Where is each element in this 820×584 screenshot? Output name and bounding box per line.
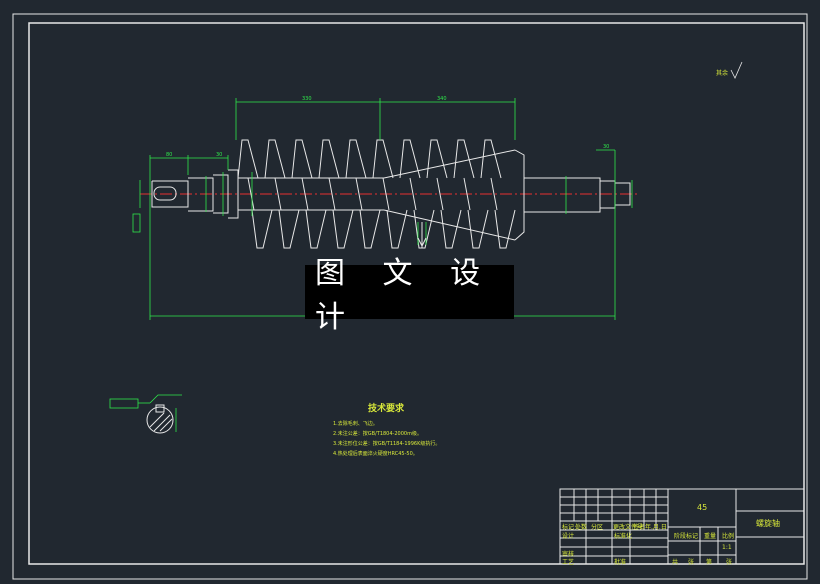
- flight-tooth-top: [372, 139, 394, 179]
- flight-tooth-top: [480, 139, 502, 179]
- flight-tooth-top: [291, 139, 313, 179]
- flight-helix-line: [382, 177, 390, 211]
- flight-tooth-bottom: [278, 209, 300, 249]
- flight-tooth-bottom: [332, 209, 354, 249]
- outer-frame: [12, 13, 808, 580]
- tb-label-sheets-2: 张: [726, 559, 733, 566]
- flight-helix-line: [328, 177, 336, 211]
- tb-label-sheets-1: 张: [688, 559, 695, 566]
- flight-tooth-top: [345, 139, 367, 179]
- flight-tooth-bottom: [359, 209, 381, 249]
- flight-helix-line: [355, 177, 363, 211]
- dim-30-right: 30: [603, 144, 610, 150]
- flight-tooth-bottom: [440, 209, 462, 249]
- tb-label-count: 处数: [575, 524, 588, 531]
- flight-tooth-top: [237, 139, 259, 179]
- flight-tooth-top: [264, 139, 286, 179]
- flight-helix-line: [409, 177, 417, 211]
- tb-label-zone: 分区: [591, 524, 604, 531]
- title-block: [559, 488, 805, 565]
- dim-330: 330: [302, 96, 312, 102]
- section-view: [146, 404, 174, 434]
- flight-helix-line: [436, 177, 444, 211]
- flight-helix-line: [301, 177, 309, 211]
- tb-label-scale: 比例: [722, 533, 735, 540]
- tech-requirement-3: 3.未注形位公差：按GB/T1184-1996K级执行。: [333, 441, 441, 447]
- flight-tooth-bottom: [251, 209, 273, 249]
- flight-helix-line: [247, 177, 255, 211]
- tech-requirement-4: 4.热处理后表面淬火硬度HRC45-50。: [333, 451, 418, 457]
- flight-tooth-top: [318, 139, 340, 179]
- tb-label-stage: 阶段标记: [674, 533, 699, 540]
- flight-helix-line: [490, 177, 498, 211]
- tech-requirements-title: 技术要求: [368, 404, 405, 414]
- roughness-label: 其余: [716, 70, 729, 77]
- tb-label-process: 工艺: [562, 559, 575, 566]
- flight-tooth-top: [453, 139, 475, 179]
- tb-label-signature: 签名: [633, 524, 646, 531]
- title-block-part-name: 螺旋轴: [756, 519, 780, 528]
- tb-label-weight: 重量: [704, 533, 717, 540]
- title-block-scale: 1:1: [722, 544, 732, 551]
- flight-tooth-bottom: [305, 209, 327, 249]
- watermark-banner: 图 文 设 计: [305, 256, 514, 335]
- dim-30-left: 30: [216, 152, 223, 158]
- tech-requirement-2: 2.未注公差：按GB/T1804-2000m级。: [333, 431, 422, 437]
- flight-tooth-bottom: [386, 209, 408, 249]
- title-block-material: 45: [697, 503, 708, 512]
- tb-label-mark: 标记: [562, 524, 575, 531]
- flight-tooth-bottom: [494, 209, 516, 249]
- tb-label-approve: 批准: [614, 559, 627, 566]
- roughness-mark: [730, 61, 743, 79]
- section-cut-arrow: [417, 222, 427, 248]
- shaft-outline: [151, 149, 631, 241]
- tb-label-standard: 标准化: [614, 533, 633, 540]
- tb-label-no: 第: [706, 559, 713, 566]
- dim-340: 340: [437, 96, 447, 102]
- section-callout: [109, 394, 182, 432]
- tb-label-date: 年.月.日: [645, 524, 667, 531]
- tech-requirement-1: 1.去除毛刺、飞边。: [333, 421, 378, 427]
- flight-tooth-bottom: [467, 209, 489, 249]
- flight-tooth-top: [426, 139, 448, 179]
- dim-80: 80: [166, 152, 173, 158]
- flight-helix-line: [463, 177, 471, 211]
- tb-label-change-doc: 更改文件号: [613, 524, 644, 531]
- inner-frame: [28, 22, 805, 565]
- tb-label-design: 设计: [562, 533, 575, 540]
- flight-tooth-top: [399, 139, 421, 179]
- screw-flights: [237, 139, 516, 249]
- tb-label-total: 共: [672, 559, 679, 566]
- flight-helix-line: [274, 177, 282, 211]
- datum-box-left: [132, 213, 141, 233]
- tb-label-review: 审核: [562, 551, 575, 558]
